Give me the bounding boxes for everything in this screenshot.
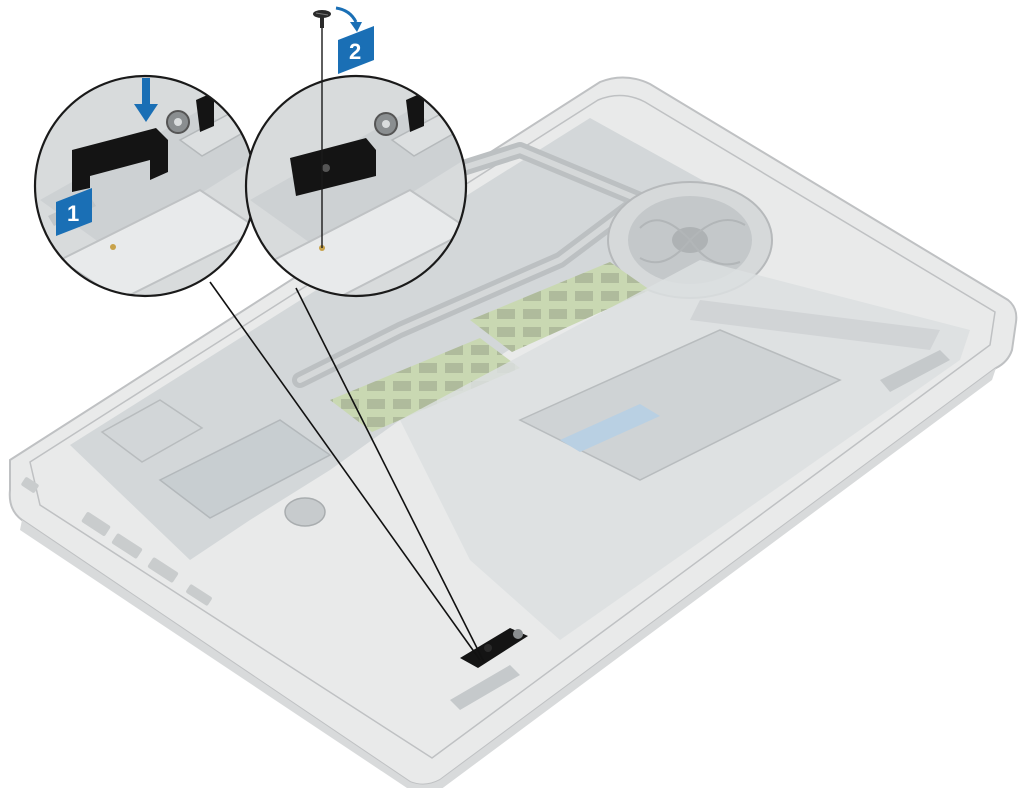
heat-pipe-highlight xyxy=(297,147,643,383)
step-badge-1: 1 xyxy=(56,188,92,236)
smartcard-reader xyxy=(690,300,940,350)
side-ports xyxy=(21,477,212,606)
bracket-standoff-icon xyxy=(513,629,523,639)
coin-cell-battery xyxy=(284,497,326,527)
down-arrow-icon xyxy=(134,78,158,122)
bracket-body xyxy=(460,628,528,668)
curved-arrow-icon xyxy=(335,6,358,23)
chassis-inner-rim xyxy=(29,94,996,759)
ssd-slot xyxy=(158,419,332,519)
leader-lines xyxy=(209,281,485,663)
screw-icon xyxy=(484,644,492,652)
memory-module-1-chips xyxy=(470,262,650,352)
callout-magnifier-left xyxy=(33,74,257,298)
leader-line-right xyxy=(295,287,485,663)
step-number-2: 2 xyxy=(349,39,361,64)
target-bracket-installed xyxy=(460,628,528,668)
leader-line-left xyxy=(209,281,481,661)
curved-arrow-head-icon xyxy=(350,22,362,32)
step-badge-2: 2 xyxy=(338,26,374,74)
callout-magnifier-right xyxy=(244,22,468,298)
step-number-1: 1 xyxy=(67,201,79,226)
speaker-right xyxy=(880,350,950,392)
memory-modules xyxy=(330,262,650,432)
palmrest-area xyxy=(400,260,970,710)
memory-module-2-chips xyxy=(330,338,520,432)
speaker-left xyxy=(450,665,520,710)
wlan-card xyxy=(100,399,204,463)
touchpad-ribbon-cable xyxy=(560,404,660,452)
screw-icon-lifted xyxy=(313,10,331,28)
